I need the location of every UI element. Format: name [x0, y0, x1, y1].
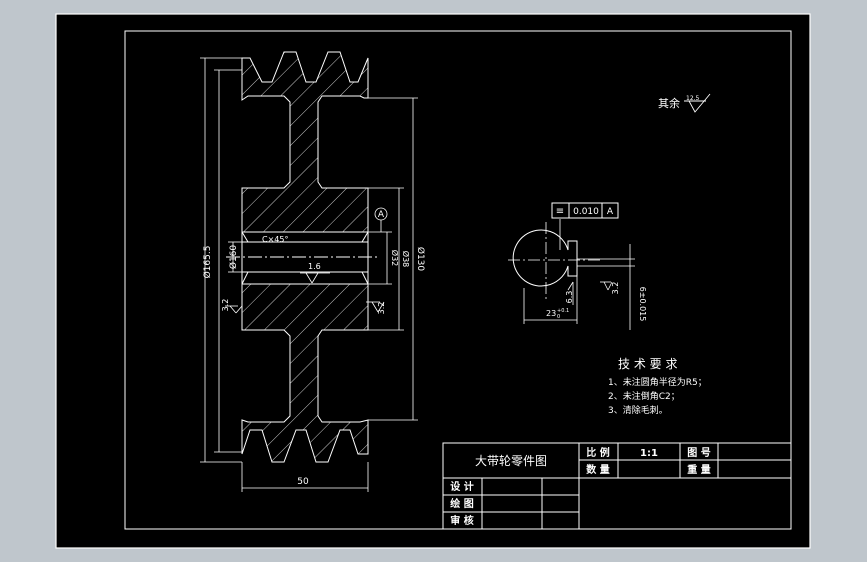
key-depth-lower: 0 [557, 314, 560, 320]
pulley-dimensions [200, 57, 418, 492]
roughness-prefix: 其余 [658, 96, 680, 110]
left-roughness-label: 3.2 [221, 299, 230, 312]
datum-a-label: A [378, 210, 385, 220]
keyway-labels: 23 +0.1 0 6.3 3.2 6±0.015 [546, 282, 647, 322]
tolerance-frame: ≡ 0.010 A [551, 202, 619, 219]
hub-roughness-label: 3.2 [377, 302, 386, 315]
key-roughness-label: 6.3 [565, 291, 574, 304]
key-depth-upper: +0.1 [557, 308, 569, 314]
tech-req-title: 技 术 要 求 [618, 357, 677, 371]
dia-130-label: Ø130 [415, 247, 426, 272]
width-label: 50 [297, 477, 309, 487]
title-block [442, 442, 792, 530]
technical-requirements: 技 术 要 求 1、未注圆角半径为R5； 2、未注倒角C2； 3、清除毛刺。 [608, 357, 707, 416]
pulley-section [226, 51, 380, 463]
weight-label: 重 量 [687, 463, 710, 476]
review-label: 审 核 [450, 514, 473, 527]
tolerance-value: 0.010 [573, 207, 599, 217]
scale-value: 1:1 [640, 448, 658, 459]
drawing-no-label: 图 号 [687, 447, 710, 459]
chamfer-label: C×45° [262, 235, 288, 244]
outer-dia-label: Ø165.5 [202, 246, 213, 279]
key-depth-label: 23 [546, 309, 556, 318]
bore-roughness-label: 1.6 [308, 262, 321, 271]
tech-req-item-3: 3、清除毛刺。 [608, 404, 668, 416]
quantity-label: 数 量 [586, 463, 609, 476]
tolerance-datum: A [607, 207, 614, 217]
bore-dia-label: Ø32 [390, 250, 400, 266]
tech-req-item-2: 2、未注倒角C2； [608, 390, 680, 402]
pulley-dimension-labels: Ø165.5 3.2 Ø160 C×45° 1.6 Ø32 Ø38 Ø130 3… [202, 210, 426, 487]
key-right-roughness-label: 3.2 [611, 282, 620, 295]
keyway-view [508, 219, 635, 330]
dia-160-label: Ø160 [228, 245, 239, 270]
tech-req-item-1: 1、未注圆角半径为R5； [608, 376, 707, 388]
roughness-note: 其余 12.5 [658, 93, 711, 113]
draw-label: 绘 图 [450, 497, 473, 510]
drawing-name: 大带轮零件图 [475, 454, 547, 468]
title-block-text: 大带轮零件图 比 例 1:1 图 号 数 量 重 量 设 计 绘 图 审 核 [450, 446, 710, 527]
dia-38-label: Ø38 [401, 251, 411, 267]
symmetry-symbol: ≡ [556, 206, 564, 217]
design-label: 设 计 [450, 480, 473, 493]
roughness-value: 12.5 [686, 95, 700, 102]
drawing-sheet [55, 13, 811, 549]
scale-label: 比 例 [586, 446, 609, 459]
key-width-label: 6±0.015 [638, 287, 647, 322]
